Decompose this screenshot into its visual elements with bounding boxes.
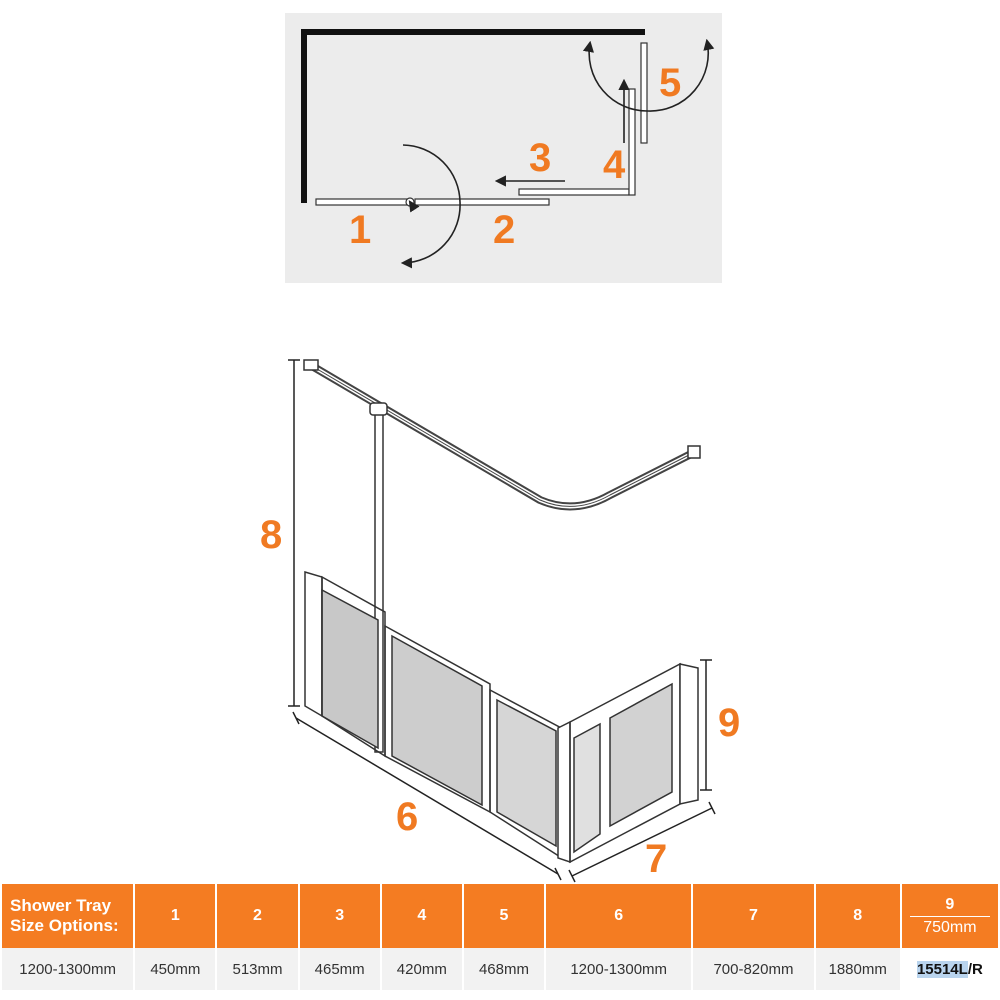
dimension-line-width (295, 717, 559, 875)
table-cell: 513mm (217, 948, 298, 990)
swing-arc-right (582, 38, 715, 112)
glass-panel-front-2 (496, 698, 557, 848)
wall (301, 29, 645, 203)
column-header: 6 (546, 884, 692, 948)
door-panel-2 (414, 198, 550, 206)
table-row: 1200-1300mm 450mm 513mm 465mm 420mm 468m… (2, 948, 998, 990)
table-cell: 420mm (381, 948, 462, 990)
column-header: 8 (815, 884, 900, 948)
column-header: 5 (463, 884, 545, 948)
column-header-top: 9 (909, 894, 990, 917)
column-header-panel: 9 750mm (901, 884, 998, 948)
plan-view-panel: 1 2 3 4 5 (285, 13, 722, 283)
column-header: 3 (299, 884, 380, 948)
callout-3: 3 (529, 136, 551, 180)
callout-8: 8 (260, 513, 282, 557)
table-cell: 700-820mm (693, 948, 814, 990)
callout-6: 6 (396, 795, 418, 839)
curtain-rail (309, 362, 697, 511)
panel-4 (628, 88, 636, 196)
pole-clamp (369, 402, 388, 416)
end-panel-left (304, 570, 323, 718)
plan-view-diagram: 1 2 3 4 5 (301, 29, 715, 269)
swing-arc-left (400, 139, 461, 269)
table-header-row: Shower Tray Size Options: 1 2 3 4 5 6 7 … (2, 884, 998, 948)
callout-4: 4 (603, 143, 626, 187)
dimension-line-depth (571, 807, 713, 877)
header-label: Shower Tray Size Options: (2, 884, 134, 948)
column-header: 1 (135, 884, 216, 948)
product-code-suffix: /R (967, 960, 983, 978)
column-header-bottom: 750mm (923, 918, 977, 936)
table-cell: 450mm (135, 948, 216, 990)
callout-9: 9 (718, 701, 740, 745)
callout-2: 2 (493, 208, 515, 252)
corner-post (557, 720, 571, 864)
column-header: 2 (217, 884, 298, 948)
rail-bracket-left (303, 359, 319, 371)
product-code[interactable]: 15514L/R (901, 948, 998, 990)
glass-panel-left (321, 588, 379, 750)
callout-7: 7 (645, 837, 667, 881)
spec-table: Shower Tray Size Options: 1 2 3 4 5 6 7 … (0, 884, 1000, 990)
glass-panel-front-1 (391, 634, 483, 807)
product-code-selected: 15514L (916, 960, 968, 978)
table-cell: 1200-1300mm (546, 948, 692, 990)
column-header: 4 (381, 884, 462, 948)
glass-panel-side-2 (609, 682, 673, 828)
table-cell: 465mm (299, 948, 380, 990)
callout-1: 1 (349, 208, 371, 252)
end-panel-right (679, 663, 699, 805)
callout-5: 5 (659, 61, 681, 105)
glass-panel-side-1 (573, 722, 601, 854)
column-header: 7 (693, 884, 814, 948)
table-cell: 468mm (463, 948, 545, 990)
rail-bracket-right (687, 445, 701, 459)
table-cell: 1200-1300mm (2, 948, 134, 990)
table-cell: 1880mm (815, 948, 900, 990)
